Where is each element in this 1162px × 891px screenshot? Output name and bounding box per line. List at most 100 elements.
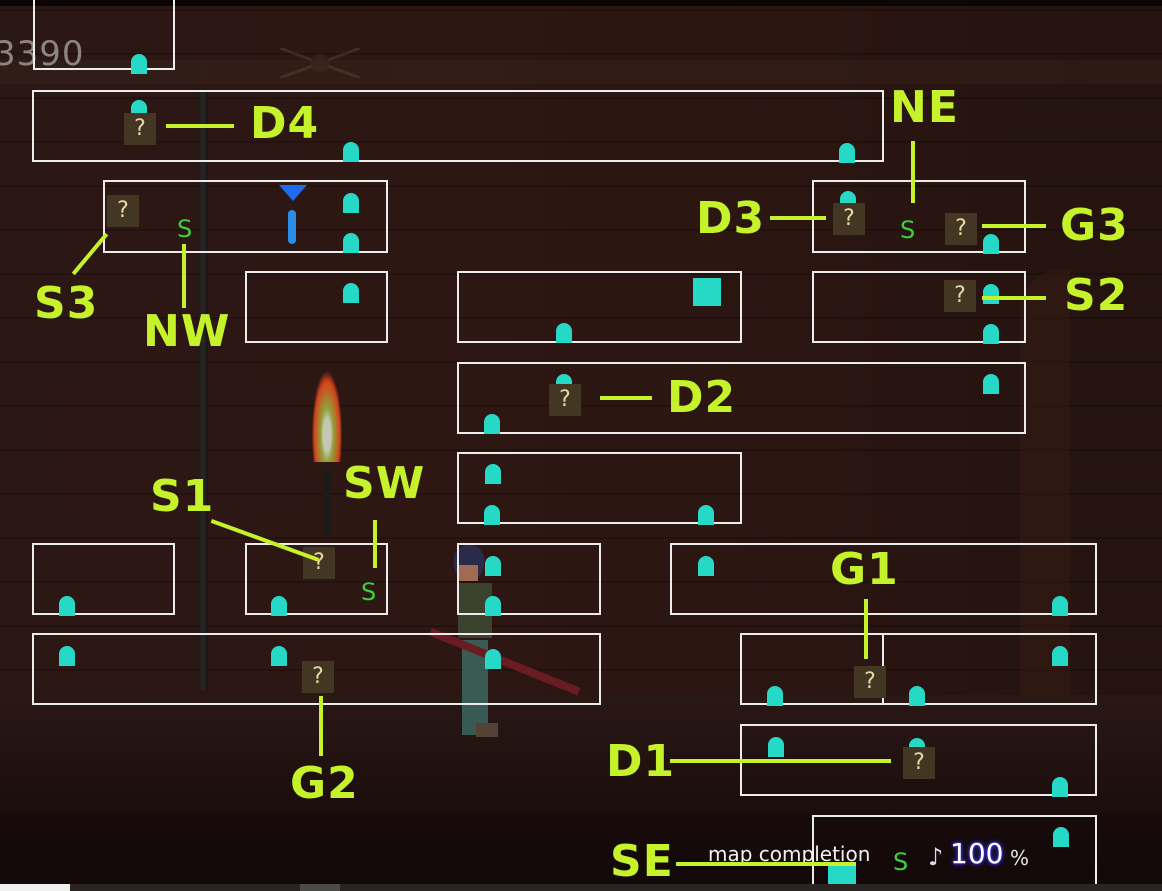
annotation-line [600, 396, 652, 400]
map-room[interactable] [457, 271, 742, 343]
door-icon [983, 324, 999, 344]
door-icon [983, 284, 999, 304]
door-icon [698, 505, 714, 525]
map-room[interactable] [33, 0, 175, 70]
door-icon [768, 737, 784, 757]
door-icon [271, 596, 287, 616]
secret-marker[interactable]: ? [854, 666, 886, 698]
annotation-line [676, 862, 856, 866]
door-icon [698, 556, 714, 576]
annotation-label-g3: G3 [1060, 200, 1129, 251]
player-map-icon [288, 210, 296, 244]
background-pole [198, 90, 208, 690]
map-room[interactable] [245, 271, 388, 343]
map-room[interactable] [32, 543, 175, 615]
annotation-label-d3: D3 [696, 193, 766, 244]
annotation-label-sw: SW [343, 458, 426, 509]
door-icon [485, 556, 501, 576]
map-room[interactable] [32, 90, 884, 162]
door-icon [1053, 827, 1069, 847]
annotation-label-s1: S1 [150, 471, 215, 522]
door-square-icon [828, 865, 856, 885]
secret-marker[interactable]: ? [107, 195, 139, 227]
annotation-label-g2: G2 [290, 758, 359, 809]
save-point-marker: S [900, 216, 916, 244]
annotation-line [982, 224, 1046, 228]
door-icon [484, 414, 500, 434]
annotation-label-d2: D2 [667, 372, 737, 423]
door-icon [485, 464, 501, 484]
annotation-line [319, 696, 323, 756]
door-icon [485, 649, 501, 669]
map-room[interactable] [245, 543, 388, 615]
door-icon [484, 505, 500, 525]
bottom-bar-segment [300, 884, 340, 891]
map-room[interactable] [670, 543, 1097, 615]
secret-marker[interactable]: ? [549, 384, 581, 416]
player-face [458, 565, 478, 581]
annotation-line [373, 520, 377, 568]
annotation-label-se: SE [610, 836, 674, 887]
door-icon [343, 283, 359, 303]
annotation-label-s2: S2 [1064, 270, 1129, 321]
annotation-label-d1: D1 [606, 736, 676, 787]
secret-marker[interactable]: ? [903, 747, 935, 779]
door-icon [131, 54, 147, 74]
secret-marker[interactable]: ? [302, 661, 334, 693]
door-icon [485, 596, 501, 616]
map-room[interactable] [812, 271, 1026, 343]
door-square-icon [693, 278, 721, 306]
annotation-line [911, 141, 915, 203]
door-icon [1052, 777, 1068, 797]
torch [312, 372, 342, 537]
secret-marker[interactable]: ? [124, 113, 156, 145]
door-icon [839, 143, 855, 163]
door-icon [59, 646, 75, 666]
door-icon [767, 686, 783, 706]
top-edge [0, 0, 1162, 6]
bottom-bar [0, 884, 1162, 891]
map-room[interactable] [457, 543, 601, 615]
door-icon [343, 142, 359, 162]
map-room[interactable] [457, 362, 1026, 434]
map-room[interactable] [103, 180, 388, 253]
door-icon [1052, 646, 1068, 666]
annotation-label-d4: D4 [250, 98, 320, 149]
secret-marker[interactable]: ? [945, 213, 977, 245]
music-note-icon: ♪ [928, 843, 944, 871]
annotation-label-nw: NW [143, 306, 231, 357]
torch-flame [312, 372, 342, 462]
secret-marker[interactable]: ? [303, 547, 335, 579]
save-point-marker: S [893, 848, 909, 876]
door-icon [343, 233, 359, 253]
door-icon [556, 323, 572, 343]
annotation-line [670, 759, 891, 763]
annotation-line [182, 244, 186, 308]
score-counter: 3390 [0, 34, 85, 74]
save-point-marker: S [361, 578, 377, 606]
door-icon [271, 646, 287, 666]
door-icon [909, 686, 925, 706]
map-completion-unit: % [1010, 846, 1030, 870]
door-icon [983, 374, 999, 394]
secret-marker[interactable]: ? [944, 280, 976, 312]
save-point-marker: S [177, 215, 193, 243]
annotation-label-ne: NE [890, 82, 959, 133]
player-position-arrow-icon [279, 185, 307, 201]
player-boot [476, 723, 498, 737]
crossed-swords-emblem-icon [280, 48, 360, 78]
map-room[interactable] [457, 452, 742, 524]
ceiling-beam [0, 60, 1162, 84]
annotation-line [982, 296, 1046, 300]
annotation-line [864, 599, 868, 659]
door-icon [1052, 596, 1068, 616]
annotation-label-s3: S3 [34, 278, 99, 329]
map-completion-value: 100 [950, 837, 1004, 870]
door-icon [983, 234, 999, 254]
secret-marker[interactable]: ? [833, 203, 865, 235]
torch-stick [323, 467, 331, 537]
bottom-bar-segment [0, 884, 70, 891]
annotation-label-g1: G1 [830, 544, 899, 595]
annotation-line [166, 124, 234, 128]
map-room[interactable] [32, 633, 601, 705]
